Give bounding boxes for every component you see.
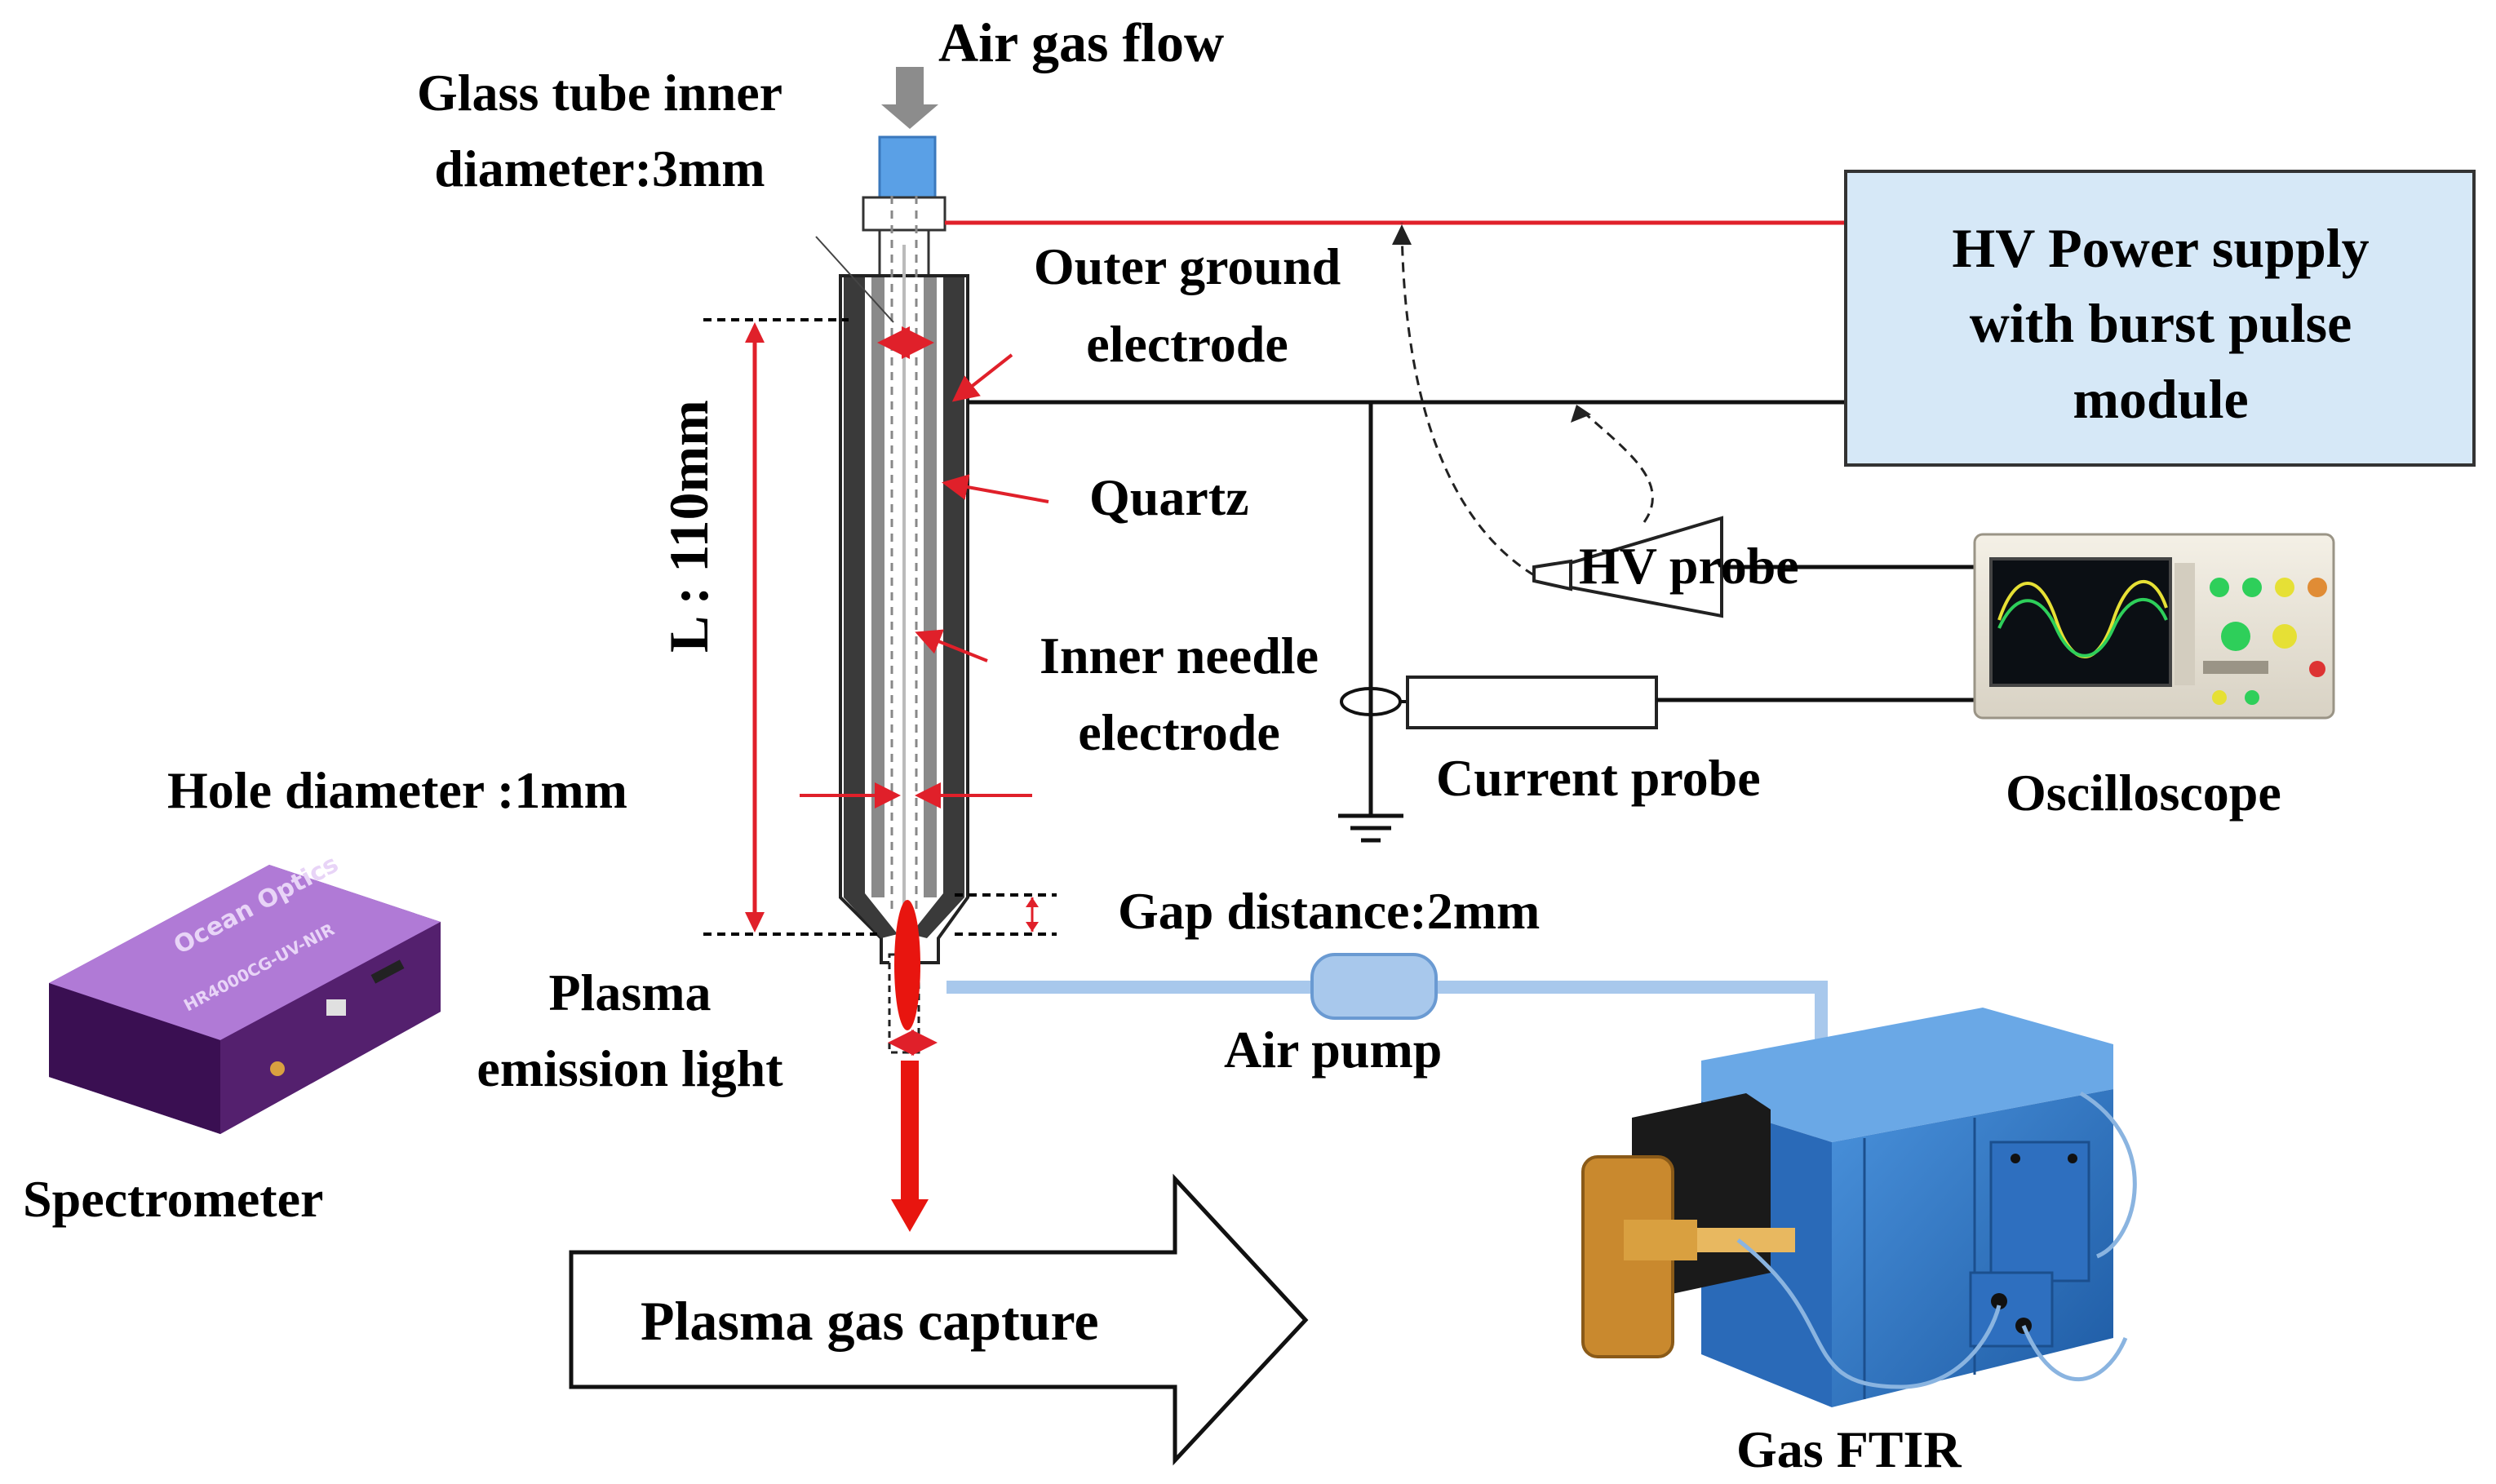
glass-tube-leader [815,236,894,323]
oscilloscope-icon [1973,533,2335,720]
spectrometer-label: Spectrometer [23,1170,324,1228]
gas-inlet-fitting [878,135,937,199]
hv-probe-dashed-gnd [1577,406,1654,523]
air-pump-icon [1310,953,1438,1020]
length-label: L : 110mm [658,400,720,653]
ground-symbol-icon [1338,813,1403,843]
outer-ground-label-line2: electrode [1086,315,1288,373]
air-flow-arrow-icon [881,67,938,129]
plasma-gas-capture-arrow [569,1173,1309,1466]
plasma-emission [894,900,920,1030]
hv-probe-icon [1532,516,1723,618]
gap-distance-label: Gap distance:2mm [1118,882,1541,940]
current-probe-body [1406,676,1658,729]
spectrometer-icon: Ocean Optics HR4000CG-UV-NIR [49,850,441,1134]
hole-diameter-label: Hole diameter :1mm [167,761,627,819]
hv-power-label-line3: module [2073,368,2249,430]
air-pump-label: Air pump [1224,1021,1443,1079]
quartz-label: Quartz [1089,468,1249,526]
glass-tube-label-line1: Glass tube inner [416,64,783,122]
gas-ftir-label: Gas FTIR [1736,1420,1962,1478]
plasma-gas-capture-label: Plasma gas capture [641,1290,1099,1352]
inner-needle-label-line1: Inner needle [1040,627,1319,684]
quartz-leader [942,474,1049,503]
hv-power-label-line2: with burst pulse [1969,292,2352,354]
tube-connector [862,196,947,232]
inner-needle-leader [915,629,988,662]
oscilloscope-label: Oscilloscope [2006,764,2281,822]
air-gas-flow-label: Air gas flow [938,11,1225,73]
inner-needle-label-line2: electrode [1078,703,1280,761]
current-probe-label: Current probe [1436,749,1761,807]
outer-ground-leader [951,353,1013,402]
plasma-jet-reactor [839,196,969,1054]
hv-probe-dashed-hv [1400,222,1535,577]
plasma-output-arrow-icon [891,1061,929,1232]
outer-ground-label-line1: Outer ground [1033,237,1341,295]
length-dimension [703,318,877,936]
gas-ftir-icon [1581,1008,2137,1407]
hv-power-supply-box [1844,170,2476,467]
plasma-emission-label-line2: emission light [477,1039,783,1097]
glass-tube-label-line2: diameter:3mm [434,140,765,197]
gap-dimension [955,893,1057,936]
plasma-emission-label-line1: Plasma [548,963,712,1021]
hv-probe-label: HV probe [1579,537,1799,595]
hv-power-label-line1: HV Power supply [1952,217,2370,279]
